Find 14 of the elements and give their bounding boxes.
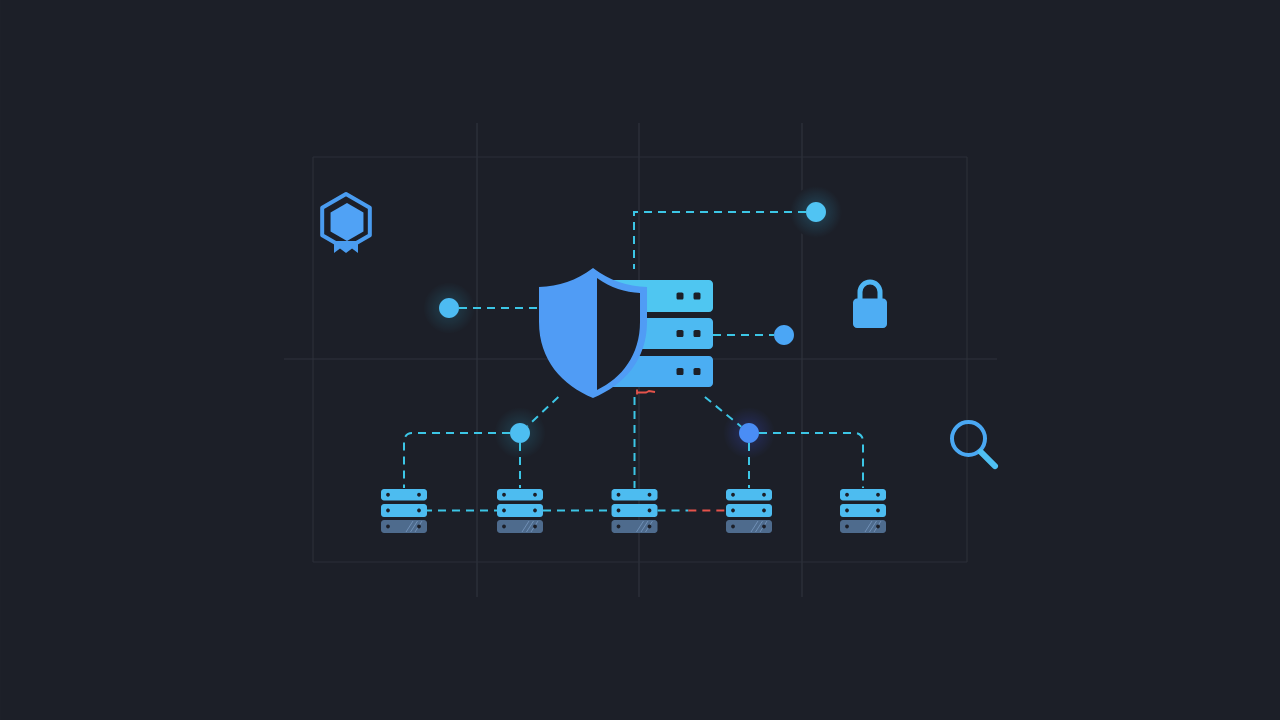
- server-icon: [381, 489, 427, 533]
- dashed-connector: [656, 509, 727, 512]
- server-icon: [611, 489, 658, 533]
- shield-server-icon: [539, 268, 713, 398]
- server-icon: [726, 489, 772, 533]
- dashed-connector: [403, 432, 511, 489]
- server-icon: [840, 489, 886, 533]
- dashed-connector: [712, 334, 775, 336]
- node-dot: [774, 325, 794, 345]
- dashed-connector: [633, 396, 636, 489]
- dashed-connector: [758, 432, 864, 489]
- dashed-connector: [426, 509, 498, 512]
- dashed-connector: [633, 211, 807, 270]
- server-icon: [497, 489, 543, 533]
